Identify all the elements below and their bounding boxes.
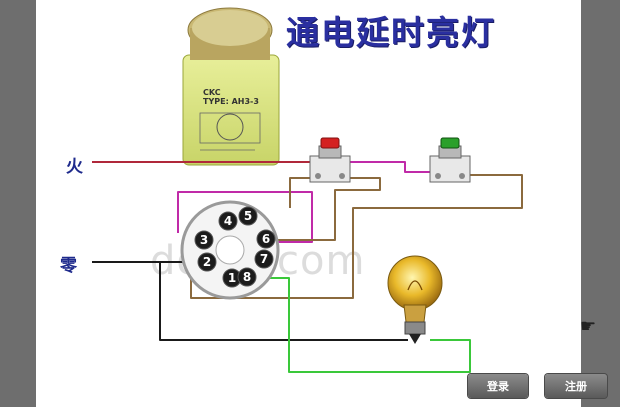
socket-pin-label-5: 5 — [244, 209, 252, 223]
login-button[interactable]: 登录 — [468, 374, 528, 398]
green-wire — [255, 277, 471, 373]
light-bulb-icon — [387, 255, 443, 344]
socket-pin-label-6: 6 — [262, 232, 270, 246]
brown-wire-b — [190, 174, 523, 299]
red-button-cap — [320, 137, 340, 149]
socket-pin-7 — [254, 249, 274, 269]
register-button[interactable]: 注册 — [545, 374, 607, 398]
left-frame — [0, 0, 36, 407]
socket-pin-label-1: 1 — [228, 271, 236, 285]
pin3-magenta-wire — [177, 191, 313, 243]
right-frame — [581, 0, 620, 407]
relay-model: TYPE: AH3-3 — [203, 97, 259, 106]
socket-pin-4 — [218, 211, 238, 231]
hand-cursor-icon: ☛ — [580, 316, 597, 337]
wires — [92, 161, 523, 373]
relay-image: CKC TYPE: AH3-3 — [182, 7, 280, 166]
socket-pin-8 — [237, 267, 257, 287]
red-push-switch — [309, 137, 351, 183]
socket-pin-5 — [238, 206, 258, 226]
relay-brand: CKC — [203, 88, 221, 97]
live-label: 火 — [66, 157, 83, 177]
socket-pin-label-7: 7 — [260, 252, 268, 266]
neutral-label: 零 — [60, 256, 77, 276]
socket-pin-label-8: 8 — [243, 270, 251, 284]
green-push-switch — [429, 137, 471, 183]
socket-pin-label-3: 3 — [200, 233, 208, 247]
switch-link-wire — [350, 161, 430, 173]
socket-pin-label-4: 4 — [224, 214, 232, 228]
diagram-title: 通电延时亮灯 — [286, 13, 496, 52]
socket-pin-label-2: 2 — [203, 255, 211, 269]
socket-pin-2 — [197, 252, 217, 272]
brown-wire-a — [276, 177, 381, 241]
green-button-cap — [440, 137, 460, 149]
socket-pin-6 — [256, 229, 276, 249]
socket-pin-3 — [194, 230, 214, 250]
